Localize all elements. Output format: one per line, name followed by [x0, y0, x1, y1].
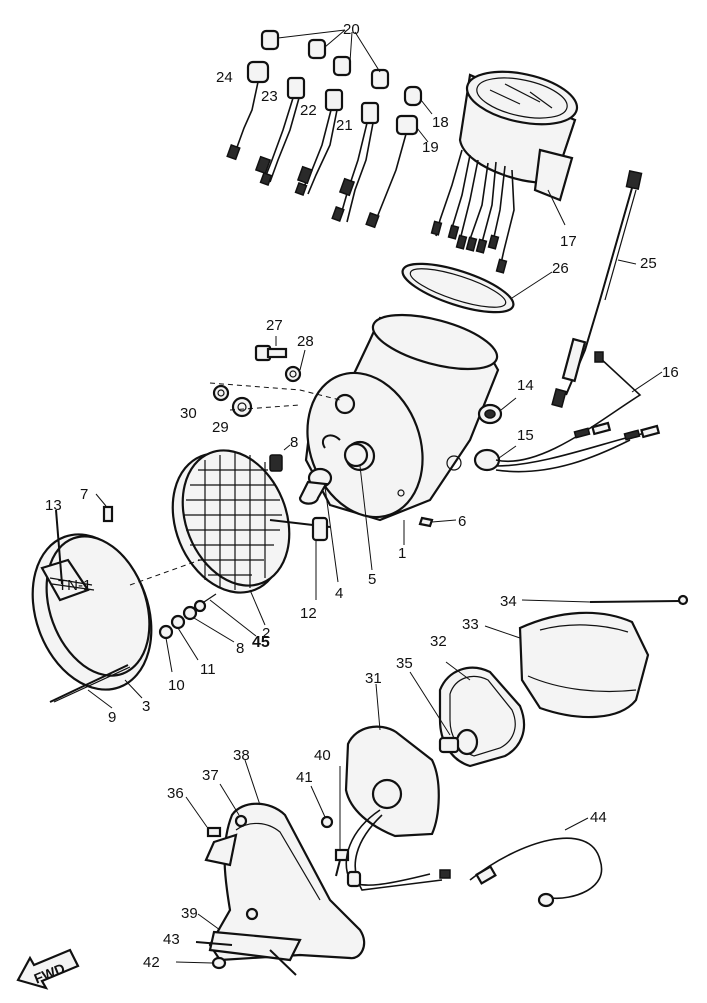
gasket-26 — [401, 262, 553, 314]
washer-11 — [170, 614, 199, 661]
lens-grid — [184, 452, 282, 590]
callout-13: 13 — [45, 497, 62, 514]
callout-33: 33 — [462, 616, 479, 633]
washer-37 — [219, 783, 248, 828]
nut-10 — [158, 624, 174, 673]
grommet-14 — [477, 397, 517, 425]
bolt-40 — [334, 766, 350, 877]
taillight-bracket-38 — [204, 759, 366, 962]
bolt-36 — [185, 796, 222, 838]
taillight-harness-wires — [345, 809, 451, 891]
callout-30: 30 — [180, 405, 197, 422]
callout-22: 22 — [300, 102, 317, 119]
assembly-dashed-guide-3 — [129, 559, 201, 586]
washer-43 — [195, 941, 233, 946]
screw-7 — [95, 493, 114, 523]
callout-15: 15 — [517, 427, 534, 444]
callout-11: 11 — [200, 661, 216, 678]
sealed-beam-unit-2 — [171, 449, 331, 626]
callout-44: 44 — [590, 809, 607, 826]
callout-19: 19 — [422, 139, 439, 156]
callout-14: 14 — [517, 377, 534, 394]
headlight-rim-3: TN-1 — [31, 533, 153, 699]
speedometer-cable-25 — [551, 170, 643, 408]
callout-41: 41 — [296, 769, 313, 786]
callout-labels: 1 2 3 4 5 6 7 8 8 9 10 11 12 13 14 15 16… — [45, 21, 679, 971]
callout-20: 20 — [343, 21, 360, 38]
bolt-27 — [254, 336, 288, 362]
callout-38: 38 — [233, 747, 250, 764]
taillight-lens-33 — [484, 611, 650, 719]
callout-4: 4 — [335, 585, 343, 602]
assembly-dashed-guide-2 — [229, 404, 301, 411]
callout-27: 27 — [266, 317, 283, 334]
ground-wire-44 — [469, 817, 603, 908]
callout-18: 18 — [432, 114, 449, 131]
taillight-base-31 — [344, 683, 440, 838]
bulb-18 — [403, 85, 433, 115]
callout-10: 10 — [168, 677, 185, 694]
washer-30 — [212, 384, 230, 402]
indicator-caps-20 — [260, 29, 390, 90]
callout-3: 3 — [142, 698, 150, 715]
nut-8-lower — [182, 599, 235, 643]
callout-42: 42 — [143, 954, 160, 971]
callout-17: 17 — [560, 233, 577, 250]
callout-37: 37 — [202, 767, 219, 784]
speedometer-17 — [430, 70, 579, 274]
callout-25: 25 — [640, 255, 657, 272]
callout-35: 35 — [396, 655, 413, 672]
wire-harness-16 — [495, 351, 663, 473]
callout-26: 26 — [552, 260, 569, 277]
spring-13 — [49, 509, 95, 591]
callout-40: 40 — [314, 747, 331, 764]
callout-7: 7 — [80, 486, 88, 503]
callout-28: 28 — [297, 333, 314, 350]
nut-42 — [175, 956, 227, 970]
callout-29: 29 — [212, 419, 229, 436]
callout-21: 21 — [336, 117, 353, 134]
bulb-socket-19 — [365, 114, 429, 229]
bulb-socket-24 — [226, 60, 270, 161]
forward-direction-arrow: FWD — [16, 948, 80, 990]
callout-34: 34 — [500, 593, 517, 610]
spring-45 — [203, 593, 257, 637]
callout-9: 9 — [108, 709, 116, 726]
adjusting-screw-9 — [49, 664, 131, 709]
washer-28 — [284, 349, 306, 383]
assembly-dashed-guide-1 — [209, 382, 341, 401]
callout-31: 31 — [365, 670, 382, 687]
callout-16: 16 — [662, 364, 679, 381]
callout-8-lower: 8 — [236, 640, 244, 657]
headlight-bulb-4 — [298, 467, 339, 583]
callout-6: 6 — [458, 513, 466, 530]
callout-24: 24 — [216, 69, 233, 86]
callout-2: 2 — [262, 625, 270, 642]
bolt-34 — [521, 594, 689, 606]
clip-12 — [311, 516, 329, 600]
callout-45: 45 — [252, 634, 270, 651]
headlight-housing-1 — [304, 313, 500, 545]
washer-41 — [310, 785, 334, 829]
callout-43: 43 — [163, 931, 180, 948]
clip-8-upper — [269, 444, 291, 472]
callout-32: 32 — [430, 633, 447, 650]
bulb-socket-23 — [254, 76, 306, 187]
callout-8-upper: 8 — [290, 434, 298, 451]
callout-12: 12 — [300, 605, 317, 622]
callout-5: 5 — [368, 571, 376, 588]
bulb-socket-21 — [331, 101, 380, 223]
taillight-bulb-35 — [409, 671, 479, 756]
nut-29 — [231, 396, 253, 418]
callout-1: 1 — [398, 545, 406, 562]
screw-6 — [418, 516, 457, 528]
callout-39: 39 — [181, 905, 198, 922]
grommet-15 — [473, 445, 517, 472]
callout-36: 36 — [167, 785, 184, 802]
bulb-socket-5 — [343, 442, 373, 571]
callout-23: 23 — [261, 88, 278, 105]
bulb-socket-22 — [294, 88, 344, 197]
